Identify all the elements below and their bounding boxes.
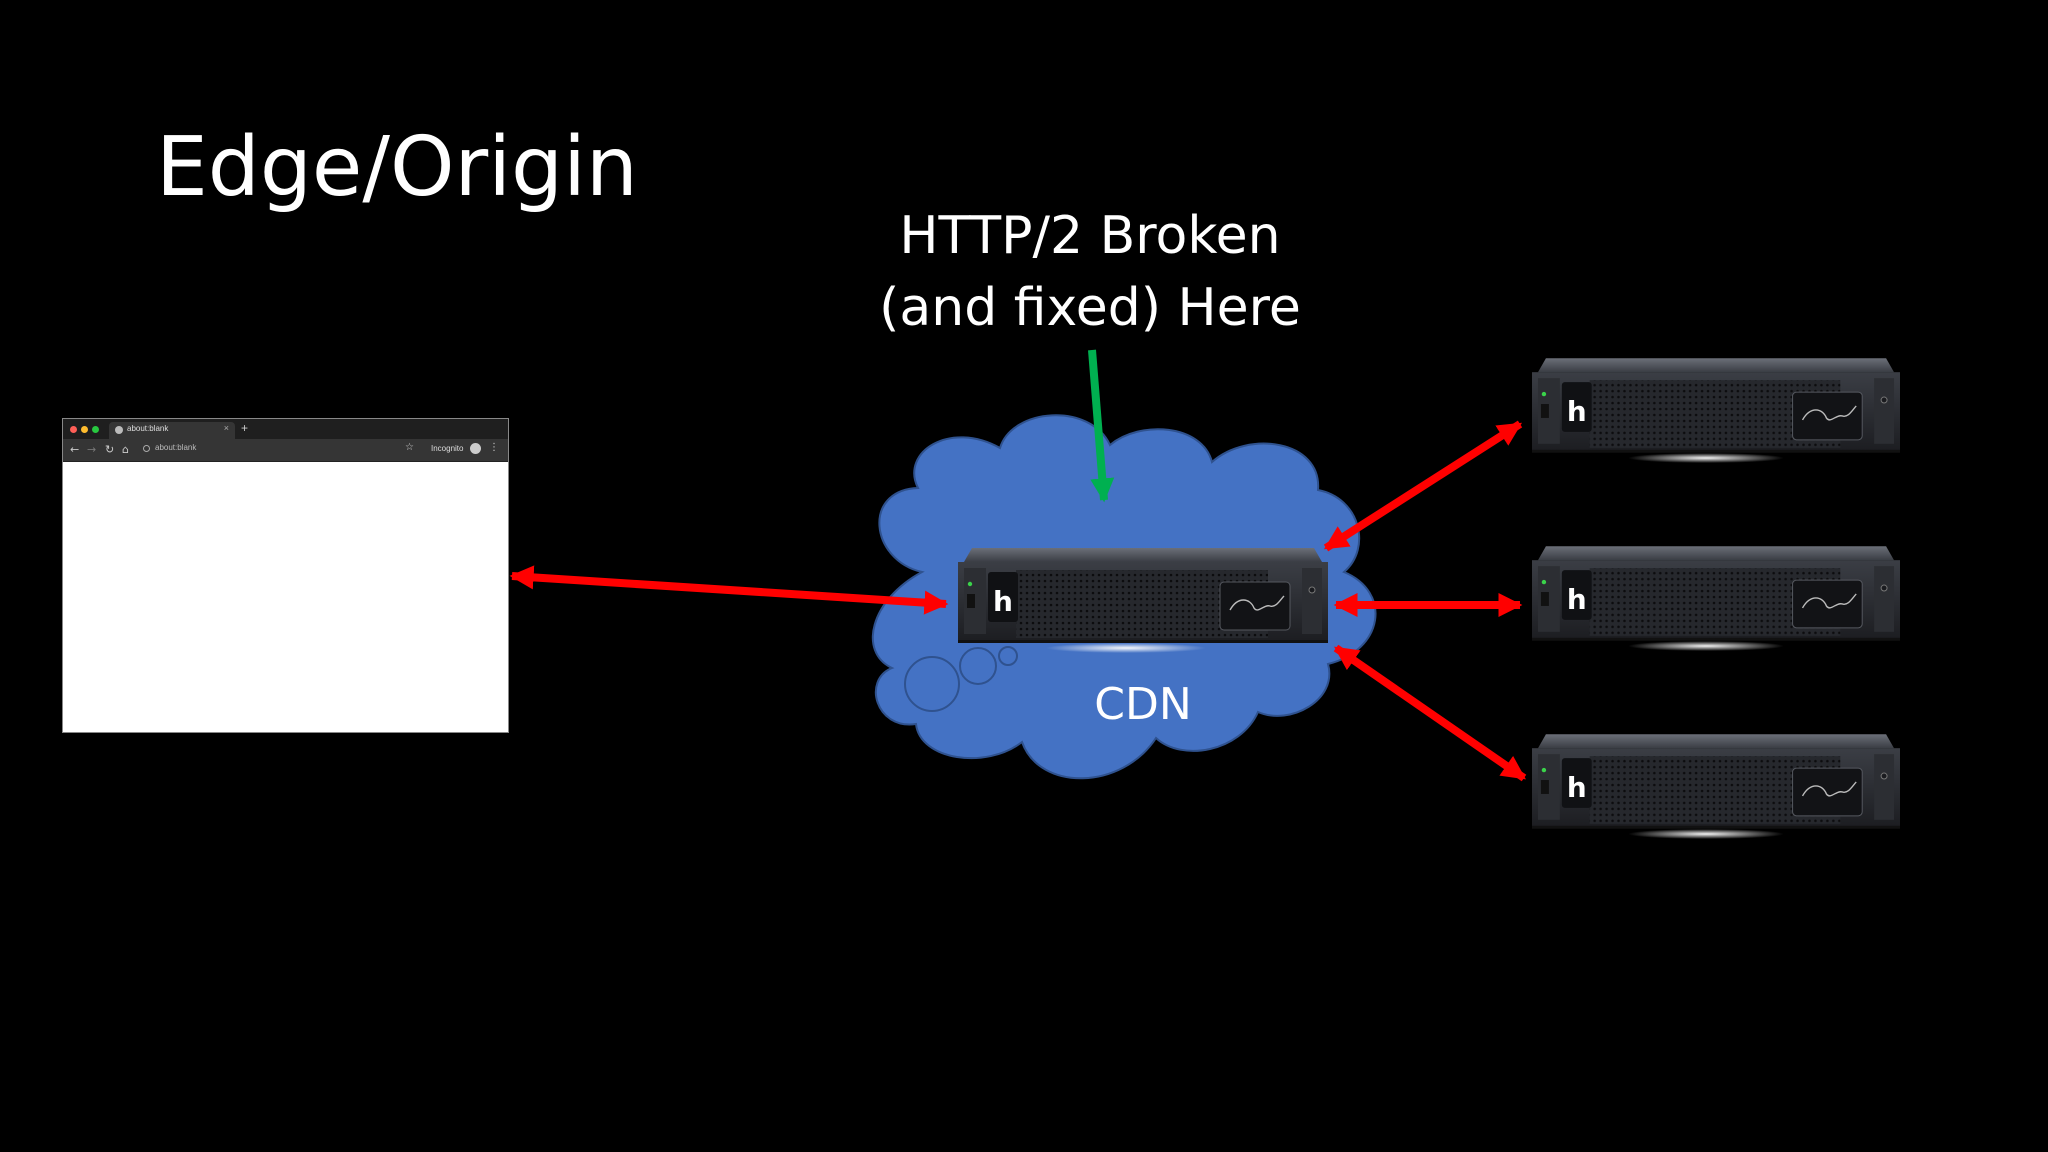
close-window-dot — [70, 426, 77, 433]
tab-favicon-icon — [115, 426, 123, 434]
bookmark-star-icon: ☆ — [405, 442, 414, 453]
cdn-origin3-arrow — [1333, 644, 1527, 782]
back-icon: ← — [70, 443, 80, 456]
reload-icon: ↻ — [105, 443, 115, 456]
annotation-line-2: (and fixed) Here — [879, 278, 1301, 338]
origin-server-1 — [1532, 358, 1900, 463]
origin-server-3 — [1532, 734, 1900, 839]
forward-icon: → — [87, 443, 97, 456]
minimize-window-dot — [81, 426, 88, 433]
browser-tab-bar: about:blank × + — [63, 419, 508, 439]
annotation-line-1: HTTP/2 Broken — [899, 206, 1281, 266]
browser-window: about:blank × + ← → ↻ ⌂ about:blank ☆ In… — [62, 418, 509, 733]
incognito-icon — [470, 443, 481, 454]
incognito-label: Incognito — [431, 444, 464, 453]
slide-title: Edge/Origin — [156, 120, 638, 215]
browser-tab: about:blank × — [109, 422, 235, 439]
home-icon: ⌂ — [122, 443, 129, 456]
browser-toolbar: ← → ↻ ⌂ about:blank ☆ Incognito ⋮ — [63, 439, 508, 462]
cdn-origin1-arrow — [1323, 420, 1523, 552]
new-tab-icon: + — [241, 421, 249, 435]
cdn-label: CDN — [1094, 679, 1192, 730]
origin-server-2 — [1532, 546, 1900, 651]
tab-title: about:blank — [127, 424, 169, 433]
address-url: about:blank — [155, 443, 197, 452]
tab-close-icon: × — [223, 423, 229, 433]
cdn-server — [958, 548, 1328, 653]
info-icon — [143, 445, 150, 452]
address-bar: about:blank — [143, 442, 443, 457]
maximize-window-dot — [92, 426, 99, 433]
menu-icon: ⋮ — [489, 442, 499, 453]
annotation-arrow — [1088, 349, 1115, 503]
annotation-text: HTTP/2 Broken (and fixed) Here — [860, 200, 1320, 344]
browser-cdn-arrow — [509, 565, 949, 615]
